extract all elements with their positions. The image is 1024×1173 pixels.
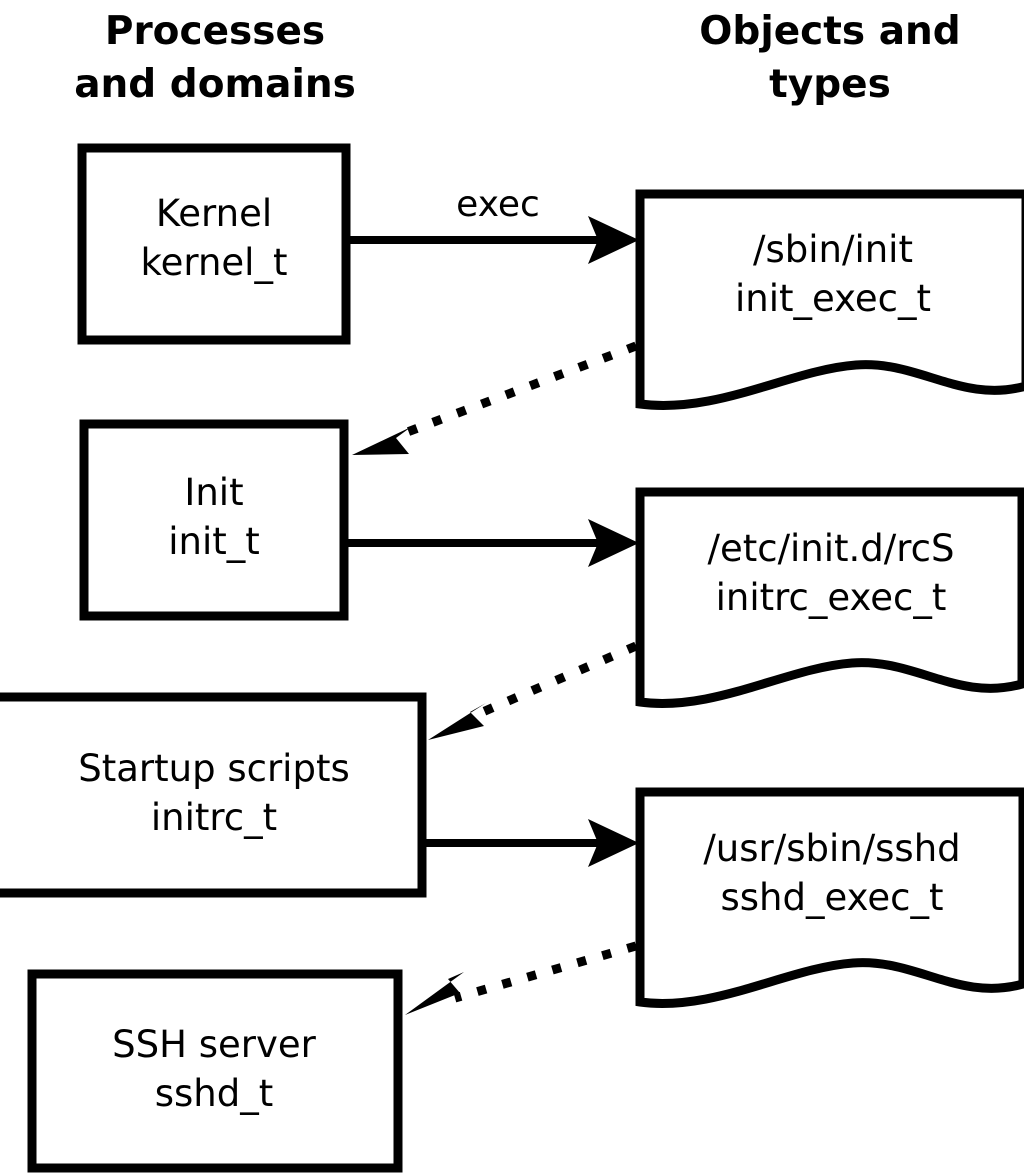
box-shape-init [79,419,349,621]
object-node-initrc-exec-line2: initrc_exec_t [716,576,947,619]
edge-init-exec-to-init [352,341,638,455]
process-node-initrc[interactable]: Startup scripts initrc_t [0,692,427,898]
edge-initrc-exec-to-initrc [428,641,638,740]
process-node-kernel-line2: kernel_t [141,241,288,284]
process-node-initrc-line1: Startup scripts [78,747,349,790]
edge-init-to-initrc-exec [348,519,639,567]
edge-line-initrc-exec-to-initrc [476,641,638,719]
edge-initrc-to-sshd-exec [425,819,639,867]
process-node-sshd-line1: SSH server [112,1023,316,1066]
document-shape-initrc-exec [635,487,1024,708]
edge-line-init-exec-to-init [400,341,638,439]
edge-kernel-to-init-exec: exec [350,184,639,264]
header-processes-line2: and domains [74,62,356,107]
edge-label-exec: exec [456,184,540,225]
process-node-kernel[interactable]: Kernel kernel_t [77,143,351,345]
object-node-sshd-exec-line2: sshd_exec_t [721,876,944,919]
object-node-sshd-exec[interactable]: /usr/sbin/sshd sshd_exec_t [635,787,1024,1008]
object-node-init-exec[interactable]: /sbin/init init_exec_t [635,189,1024,410]
box-shape-initrc [0,692,427,898]
object-node-initrc-exec-line1: /etc/init.d/rcS [707,527,954,570]
edge-line-sshd-exec-to-sshd [453,941,638,1003]
arrowhead-init-to-initrc-exec [588,519,639,567]
arrowhead-initrc-exec-to-initrc [428,703,486,740]
process-node-init-line1: Init [184,471,243,514]
document-shape-sshd-exec [635,787,1024,1008]
edge-sshd-exec-to-sshd [405,941,638,1015]
process-node-sshd-line2: sshd_t [155,1072,274,1115]
arrowhead-init-exec-to-init [352,427,411,455]
object-node-initrc-exec[interactable]: /etc/init.d/rcS initrc_exec_t [635,487,1024,708]
header-processes-line1: Processes [105,9,325,54]
header-objects-line2: types [769,62,891,107]
document-shape-init-exec [635,189,1024,410]
object-node-init-exec-line1: /sbin/init [753,228,913,271]
arrowhead-kernel-to-init-exec [588,216,639,264]
process-node-init-line2: init_t [168,520,260,563]
box-shape-sshd [27,969,403,1173]
process-node-sshd[interactable]: SSH server sshd_t [27,969,403,1173]
object-node-init-exec-line2: init_exec_t [735,277,931,320]
process-node-initrc-line2: initrc_t [151,796,277,839]
arrowhead-sshd-exec-to-sshd [405,972,464,1015]
process-node-init[interactable]: Init init_t [79,419,349,621]
header-objects-line1: Objects and [699,9,960,54]
process-node-kernel-line1: Kernel [156,192,272,235]
arrowhead-initrc-to-sshd-exec [588,819,639,867]
object-node-sshd-exec-line1: /usr/sbin/sshd [703,827,960,870]
box-shape-kernel [77,143,351,345]
